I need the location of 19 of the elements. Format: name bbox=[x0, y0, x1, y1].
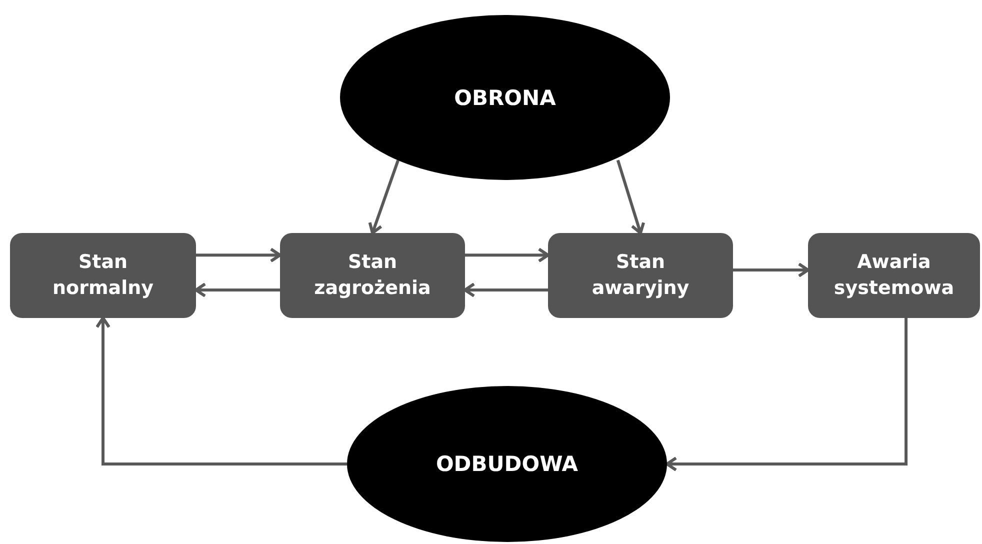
state-box bbox=[808, 233, 980, 318]
state-box bbox=[280, 233, 465, 318]
arrow bbox=[194, 282, 280, 298]
node-label: OBRONA bbox=[454, 86, 556, 110]
arrow bbox=[666, 318, 908, 472]
arrow bbox=[368, 160, 400, 234]
node-label: Stan normalny bbox=[52, 250, 154, 300]
state-box bbox=[10, 233, 196, 318]
node-label: Stan zagrożenia bbox=[314, 250, 431, 300]
arrow bbox=[464, 282, 548, 298]
arrow bbox=[96, 316, 347, 466]
node-label: Awaria systemowa bbox=[834, 250, 954, 300]
arrow bbox=[465, 248, 550, 263]
arrow bbox=[733, 262, 810, 278]
arrow bbox=[196, 248, 282, 263]
node-label: ODBUDOWA bbox=[436, 452, 578, 476]
arrow bbox=[616, 160, 646, 234]
node-label: Stan awaryjny bbox=[592, 250, 690, 300]
state-box bbox=[548, 233, 733, 318]
